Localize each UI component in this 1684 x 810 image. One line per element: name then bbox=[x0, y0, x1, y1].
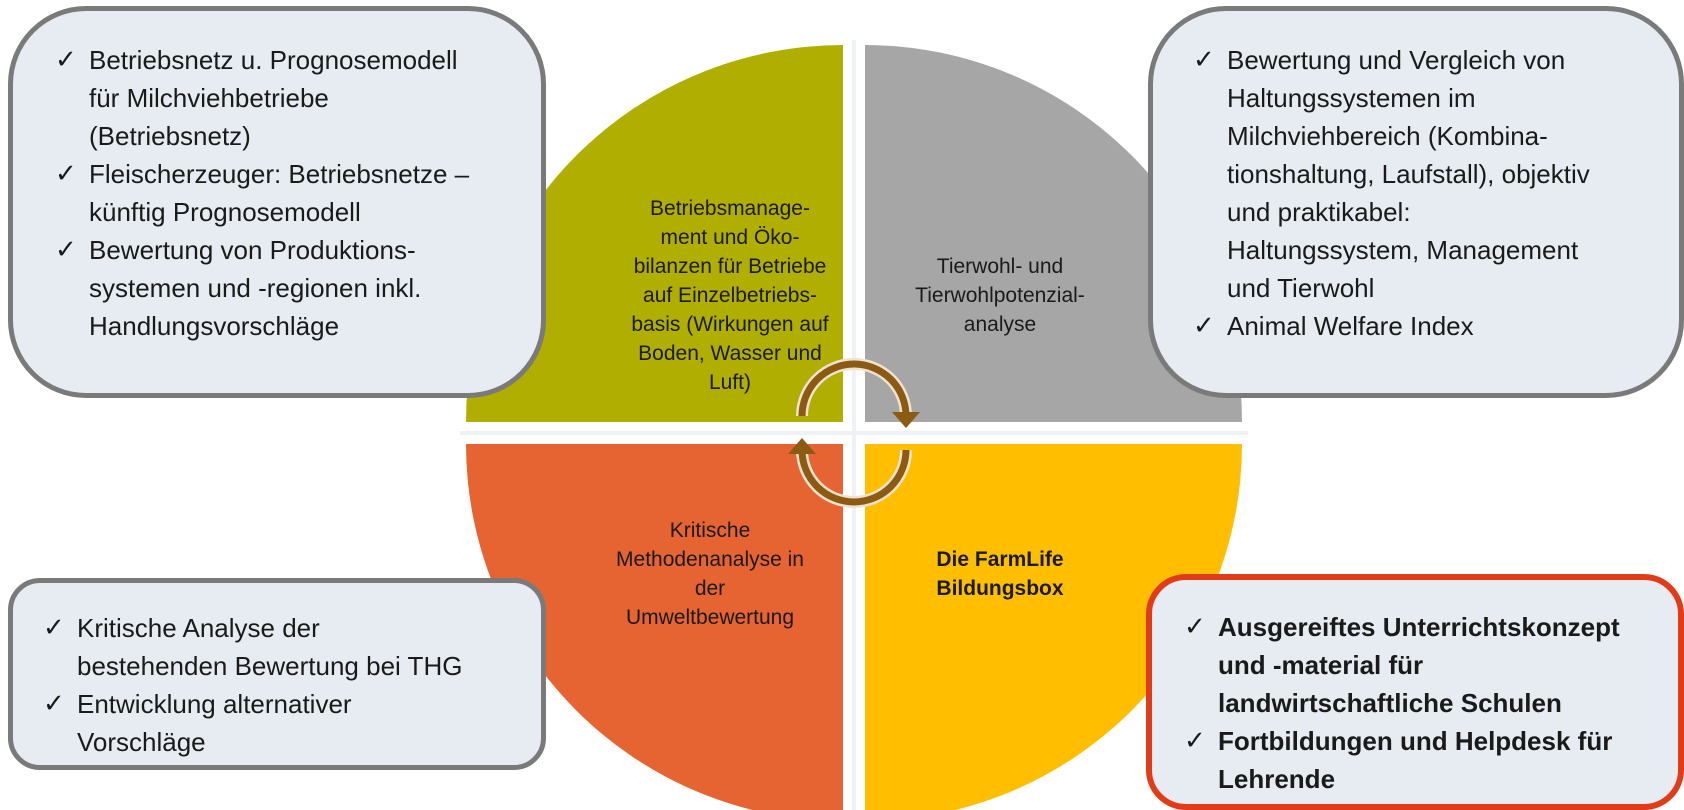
bullet-line: tionshaltung, Laufstall), objektiv bbox=[1227, 159, 1590, 189]
check-icon: ✓ bbox=[55, 45, 77, 75]
bullet-line: Bewertung von Produktions- bbox=[89, 235, 416, 265]
bullet-line: Kritische Analyse der bbox=[77, 613, 320, 643]
check-icon: ✓ bbox=[43, 689, 65, 719]
bullet-line: und Tierwohl bbox=[1227, 273, 1375, 303]
quadrant-label-top-left: Betriebsmanage-ment und Öko-bilanzen für… bbox=[610, 194, 850, 397]
quadrant-label-line: Bildungsbox bbox=[936, 577, 1064, 600]
quadrant-label-line: ment und Öko- bbox=[660, 226, 800, 249]
bullet-line: künftig Prognosemodell bbox=[89, 197, 361, 227]
bullet-line: bestehenden Bewertung bei THG bbox=[77, 651, 463, 681]
bullet-line: Haltungssystemen im bbox=[1227, 83, 1476, 113]
cycle-arrows-icon bbox=[788, 358, 920, 508]
bullet-line: landwirtschaftliche Schulen bbox=[1218, 688, 1562, 718]
quadrant-label-line: Luft) bbox=[708, 371, 752, 394]
quadrant-label-line: auf Einzelbetriebs- bbox=[643, 284, 817, 307]
check-icon: ✓ bbox=[55, 235, 77, 265]
quadrant-top-right bbox=[865, 45, 1242, 422]
info-box-top-left: ✓ Betriebsnetz u. Prognosemodell für Milch… bbox=[8, 6, 546, 398]
bullet-line: Betriebsnetz u. Prognosemodell bbox=[89, 45, 458, 75]
check-icon: ✓ bbox=[55, 159, 77, 189]
bullet-line: Milchviehbereich (Kombina- bbox=[1227, 121, 1548, 151]
bullet-line: Ausgereiftes Unterrichtskonzept bbox=[1218, 612, 1620, 642]
quadrant-label-line: bilanzen für Betriebe bbox=[633, 255, 827, 278]
bullet-line: (Betriebsnetz) bbox=[89, 121, 251, 151]
bullet-line: Fleischerzeuger: Betriebsnetze – bbox=[89, 159, 470, 189]
bullet-line: Vorschläge bbox=[77, 727, 206, 757]
bullet-line: Fortbildungen und Helpdesk für bbox=[1218, 726, 1613, 756]
quadrant-label-line: Tierwohl- und bbox=[936, 255, 1064, 278]
bullet-item: ✓ Animal Welfare Index bbox=[1193, 307, 1663, 345]
bullet-item: ✓ Bewertung von Produktions-systemen und … bbox=[55, 231, 521, 345]
bullet-line: systemen und -regionen inkl. bbox=[89, 273, 422, 303]
bullet-line: und praktikabel: bbox=[1227, 197, 1411, 227]
check-icon: ✓ bbox=[1193, 311, 1215, 341]
bullet-item: ✓ Kritische Analyse der bestehenden Bewert… bbox=[43, 609, 523, 685]
info-box-bottom-left: ✓ Kritische Analyse der bestehenden Bewert… bbox=[8, 578, 546, 770]
bullet-line: Entwicklung alternativer bbox=[77, 689, 352, 719]
quadrant-label-line: der bbox=[694, 577, 726, 600]
check-icon: ✓ bbox=[1184, 726, 1206, 756]
quadrant-label-line: Tierwohlpotenzial- bbox=[915, 284, 1085, 307]
bullet-line: Animal Welfare Index bbox=[1227, 311, 1474, 341]
quadrant-label-line: Umweltbewertung bbox=[625, 606, 795, 629]
info-box-bottom-right: ✓ Ausgereiftes Unterrichtskonzept und -mat… bbox=[1146, 574, 1684, 810]
bullet-line: Handlungsvorschläge bbox=[89, 311, 340, 341]
check-icon: ✓ bbox=[43, 613, 65, 643]
quadrant-bottom-left bbox=[466, 444, 843, 810]
quadrant-top-left bbox=[466, 45, 843, 422]
quadrant-label-line: Kritische bbox=[669, 519, 751, 542]
quadrant-bottom-right bbox=[865, 444, 1242, 810]
bullet-line: für Milchviehbetriebe bbox=[89, 83, 329, 113]
bullet-item: ✓ Fleischerzeuger: Betriebsnetze – künftig… bbox=[55, 155, 521, 231]
bullet-line: Haltungssystem, Management bbox=[1227, 235, 1579, 265]
bullet-item: ✓ Ausgereiftes Unterrichtskonzept und -mat… bbox=[1184, 608, 1662, 722]
bullet-line: Bewertung und Vergleich von bbox=[1227, 45, 1566, 75]
bullet-line: Lehrende bbox=[1218, 764, 1336, 794]
quadrant-label-line: Boden, Wasser und bbox=[638, 342, 822, 365]
quadrant-label-line: Betriebsmanage- bbox=[650, 197, 810, 220]
bullet-item: ✓ Betriebsnetz u. Prognosemodell für Milch… bbox=[55, 41, 521, 155]
check-icon: ✓ bbox=[1193, 45, 1215, 75]
check-icon: ✓ bbox=[1184, 612, 1206, 642]
quadrant-label-line: basis (Wirkungen auf bbox=[631, 313, 829, 336]
bullet-line: und -material für bbox=[1218, 650, 1424, 680]
quadrant-label-line: Die FarmLife bbox=[936, 548, 1064, 571]
quadrant-label-line: Methodenanalyse in bbox=[616, 548, 804, 571]
quadrant-label-line: analyse bbox=[963, 313, 1037, 336]
